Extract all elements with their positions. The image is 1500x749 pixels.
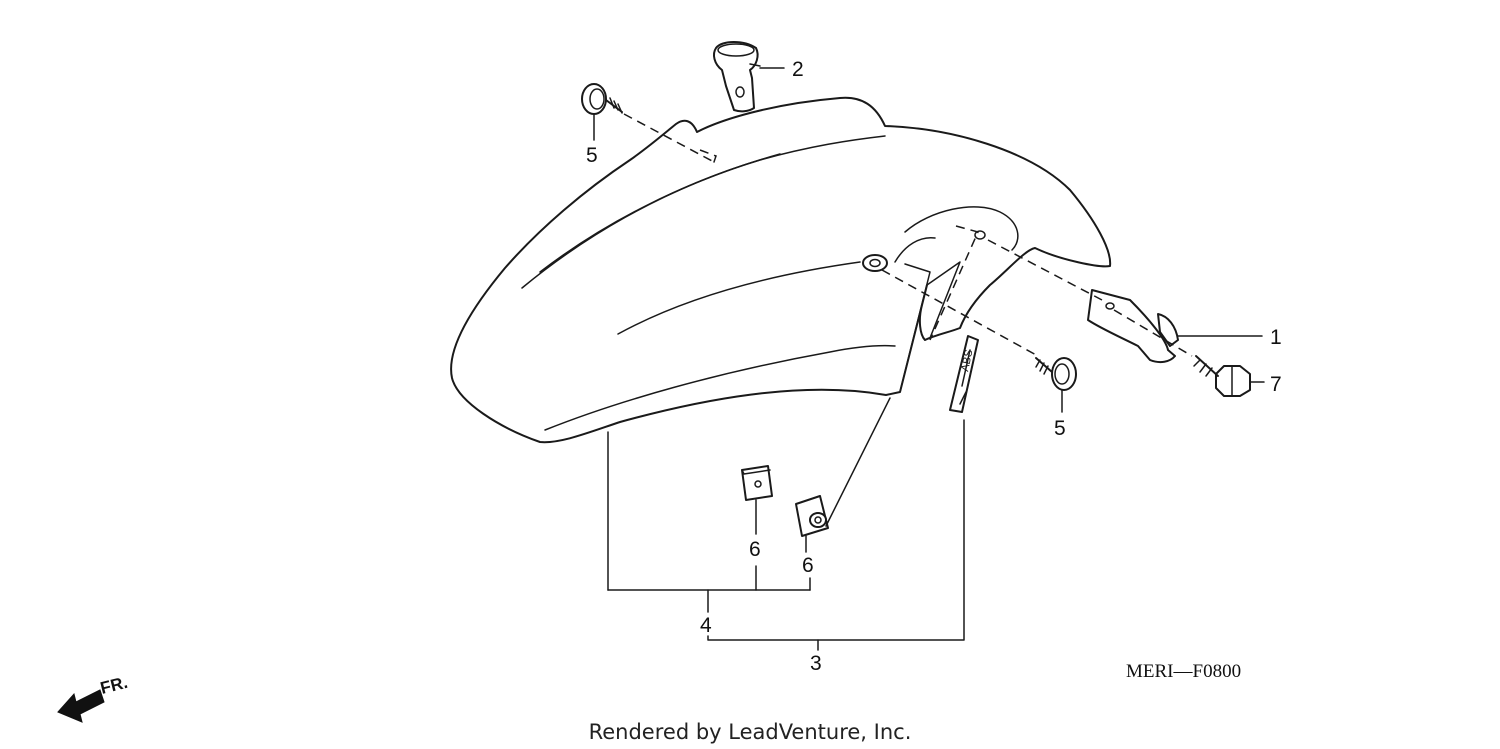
render-credit: Rendered by LeadVenture, Inc.	[589, 720, 912, 744]
clamp-part-2	[713, 41, 761, 113]
front-fender	[450, 96, 1112, 444]
bracket-part-1	[1087, 289, 1179, 364]
callout-5-upper: 5	[586, 144, 598, 167]
emblem-part-3: ABS	[949, 335, 979, 413]
screw-part-5-lower	[1035, 357, 1077, 391]
callout-labels: 2 5 1 7 5 6 6 4 3	[586, 58, 1282, 675]
clip-nut-part-6-left	[741, 465, 773, 501]
callout-1: 1	[1270, 326, 1282, 349]
front-label: FR.	[98, 673, 129, 698]
callout-6-right: 6	[802, 554, 814, 577]
callout-7: 7	[1270, 373, 1282, 396]
callout-6-left: 6	[749, 538, 761, 561]
callout-5-lower: 5	[1054, 417, 1066, 440]
screw-part-5-upper	[581, 83, 623, 115]
bolt-part-7	[1193, 355, 1251, 397]
front-direction-indicator: FR.	[57, 673, 130, 723]
assembly-dashed-lines	[623, 113, 1193, 357]
svg-text:ABS: ABS	[959, 349, 975, 373]
clip-nut-part-6-right	[795, 495, 829, 537]
leader-lines	[593, 67, 1265, 651]
callout-3: 3	[810, 652, 822, 675]
front-arrow-icon	[57, 689, 105, 723]
drawing-code: MERI—F0800	[1126, 661, 1241, 682]
callout-4: 4	[700, 614, 712, 637]
callout-2: 2	[792, 58, 804, 81]
